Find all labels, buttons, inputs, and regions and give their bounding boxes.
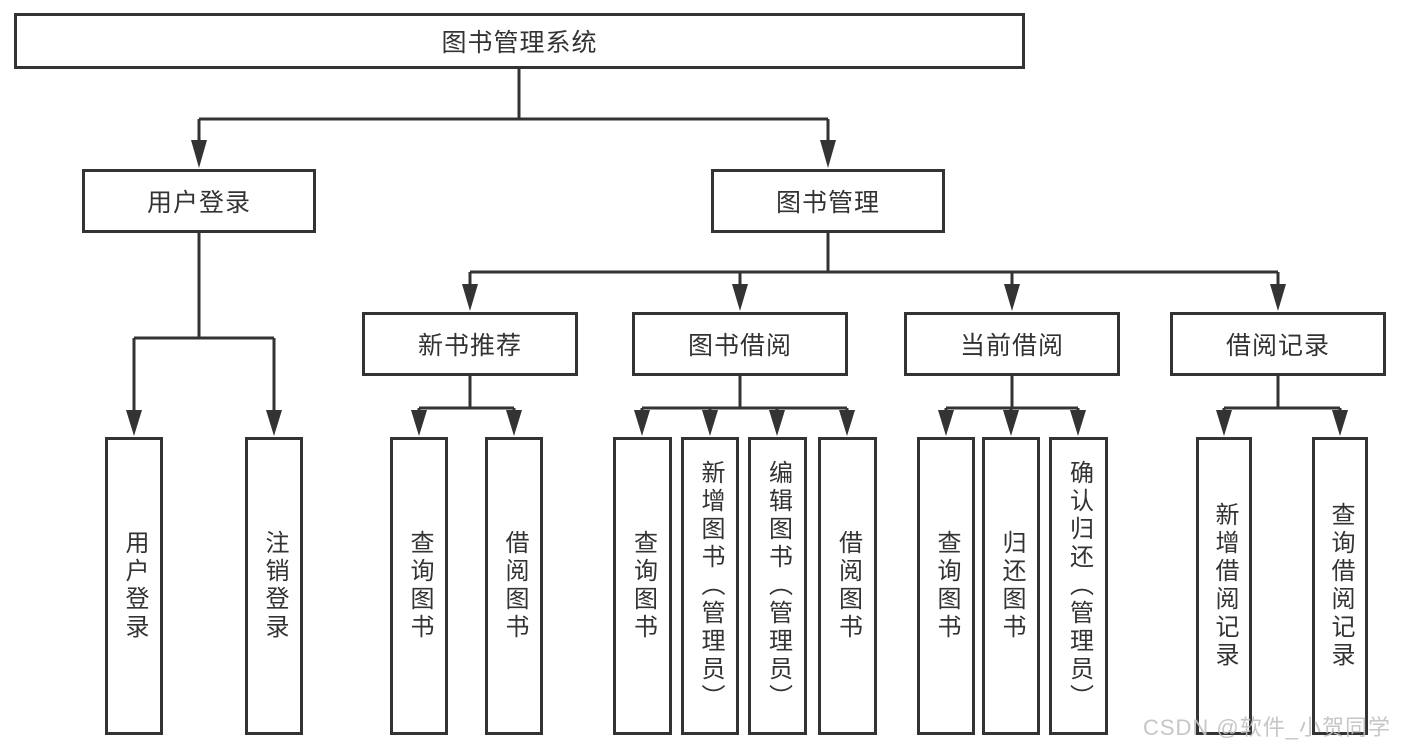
arrow-down-icon xyxy=(839,410,855,436)
arrow-down-icon xyxy=(820,140,836,168)
leaf-add-books-admin: 新增图书（管理员） xyxy=(681,437,739,735)
leaf-borrow-books-1: 借阅图书 xyxy=(485,437,543,735)
leaf-add-borrow-record: 新增借阅记录 xyxy=(1196,437,1252,735)
leaf-query-borrow-record: 查询借阅记录 xyxy=(1312,437,1368,735)
arrow-down-icon xyxy=(1070,410,1086,436)
arrow-down-icon xyxy=(1004,284,1020,311)
leaf-borrow-books-2: 借阅图书 xyxy=(818,437,877,735)
arrow-down-icon xyxy=(938,410,954,436)
arrow-down-icon xyxy=(732,284,748,311)
edge-records-to-leaves xyxy=(1222,376,1342,412)
arrow-down-icon xyxy=(1332,410,1348,436)
edge-currentborrow-to-leaves xyxy=(944,376,1080,412)
node-root-system: 图书管理系统 xyxy=(14,13,1025,69)
arrow-down-icon xyxy=(1003,410,1019,436)
leaf-confirm-return-admin: 确认归还（管理员） xyxy=(1049,437,1108,735)
arrow-down-icon xyxy=(634,410,650,436)
arrow-down-icon xyxy=(769,410,785,436)
edge-root-to-level2 xyxy=(197,69,830,142)
node-user-login: 用户登录 xyxy=(82,169,316,233)
arrow-down-icon xyxy=(506,410,522,436)
arrow-down-icon xyxy=(462,284,478,311)
arrow-down-icon xyxy=(266,410,282,436)
arrow-down-icon xyxy=(126,410,142,436)
arrow-down-icon xyxy=(1216,410,1232,436)
node-book-borrowing: 图书借阅 xyxy=(632,312,848,376)
csdn-watermark: CSDN @软件_小贺同学 xyxy=(1142,715,1391,740)
edge-userlogin-to-leaves xyxy=(132,233,276,412)
arrow-down-icon xyxy=(1270,284,1286,311)
edge-bookmgmt-to-level3 xyxy=(468,233,1280,288)
node-book-management: 图书管理 xyxy=(711,169,945,233)
edge-bookborrow-to-leaves xyxy=(640,376,849,412)
edge-newbook-to-leaves xyxy=(417,376,516,412)
node-borrow-records: 借阅记录 xyxy=(1170,312,1386,376)
node-current-borrowing: 当前借阅 xyxy=(904,312,1120,376)
leaf-edit-books-admin: 编辑图书（管理员） xyxy=(748,437,807,735)
leaf-query-books-3: 查询图书 xyxy=(917,437,975,735)
arrow-down-icon xyxy=(702,410,718,436)
arrow-down-icon xyxy=(411,410,427,436)
leaf-query-books-2: 查询图书 xyxy=(613,437,672,735)
leaf-user-login: 用户登录 xyxy=(105,437,163,735)
arrow-down-icon xyxy=(191,140,207,168)
leaf-logout: 注销登录 xyxy=(245,437,303,735)
leaf-query-books-1: 查询图书 xyxy=(390,437,448,735)
node-new-book-recommend: 新书推荐 xyxy=(362,312,578,376)
leaf-return-books: 归还图书 xyxy=(982,437,1040,735)
